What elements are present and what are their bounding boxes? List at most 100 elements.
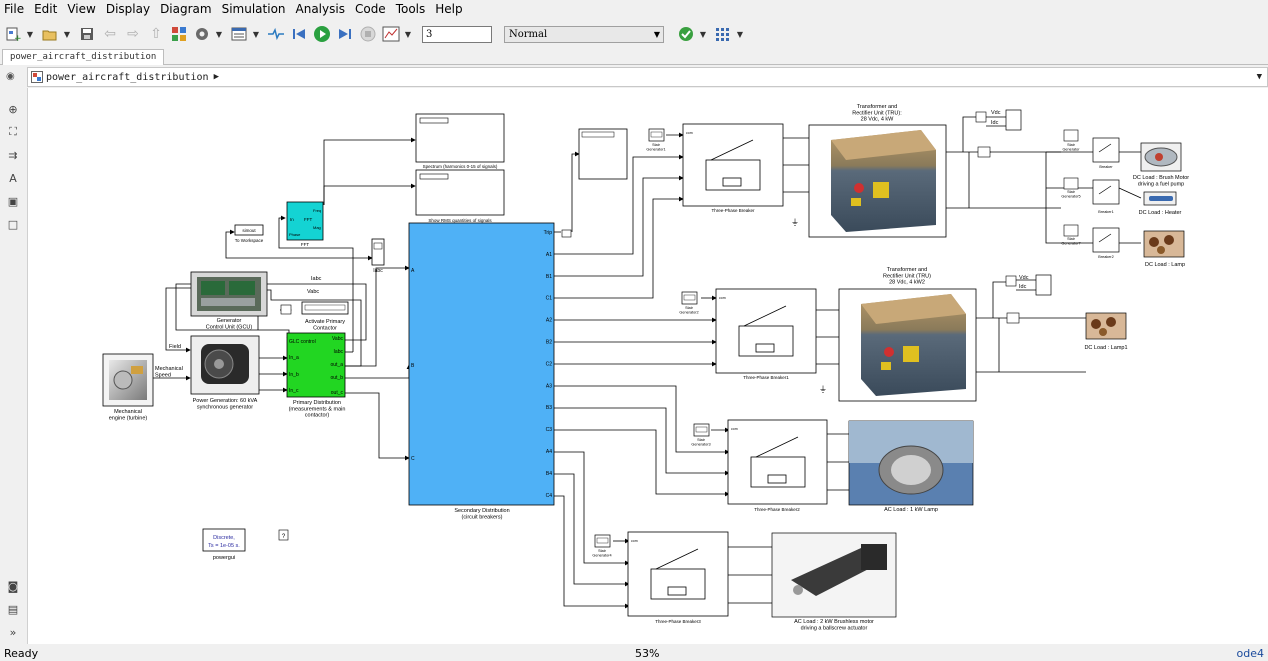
secondary-distribution-label: Secondary Distribution(circuit breakers) — [454, 508, 509, 520]
tab-model[interactable]: power_aircraft_distribution — [2, 49, 165, 65]
primary-distribution-block[interactable]: GLC control Vabc Iabc out_a out_b out_c … — [286, 332, 346, 398]
expand-icon[interactable]: » — [9, 625, 17, 639]
breaker3-block[interactable]: com — [627, 531, 729, 617]
explorer-dropdown-icon[interactable]: ▼ — [252, 29, 260, 39]
area-icon[interactable]: □ — [7, 217, 19, 231]
step-forward-icon[interactable] — [335, 24, 355, 44]
text-icon[interactable]: A — [9, 171, 17, 185]
dc-lamp-load[interactable] — [1143, 230, 1185, 258]
stop-icon[interactable] — [358, 24, 378, 44]
forward-icon[interactable]: ⇨ — [127, 26, 139, 42]
stair-generator3[interactable] — [693, 423, 710, 437]
settings-dropdown-icon[interactable]: ▼ — [215, 29, 223, 39]
breaker-block[interactable]: com — [682, 123, 784, 207]
label-line: synchronous generator — [197, 404, 253, 410]
run-icon[interactable] — [312, 24, 332, 44]
dc-lamp1-load[interactable] — [1085, 312, 1127, 340]
spectrum-scope[interactable] — [415, 113, 505, 163]
hide-browser-icon[interactable]: ◉ — [6, 71, 15, 82]
open-dropdown-icon[interactable]: ▼ — [63, 29, 71, 39]
arrow-icon[interactable]: ⇉ — [8, 148, 18, 162]
back-icon[interactable]: ⇦ — [104, 26, 116, 42]
engine-block[interactable] — [102, 353, 154, 407]
dc-breaker2[interactable] — [1092, 227, 1120, 253]
dc-breaker[interactable] — [1092, 137, 1120, 163]
trip-display-scope[interactable] — [578, 128, 628, 180]
help-block[interactable]: ? — [278, 529, 289, 541]
fft-block[interactable]: In FFT Freq Mag Phase — [286, 201, 324, 241]
rms-scope[interactable] — [415, 169, 505, 216]
menu-tools[interactable]: Tools — [395, 2, 426, 16]
iabc-scope[interactable] — [371, 238, 385, 266]
settings-icon[interactable] — [192, 24, 212, 44]
menu-diagram[interactable]: Diagram — [160, 2, 212, 16]
to-workspace-block[interactable]: simout — [234, 224, 264, 236]
step-back-icon[interactable] — [289, 24, 309, 44]
ac-motor-load[interactable] — [771, 532, 897, 618]
check-dropdown-icon[interactable]: ▼ — [699, 29, 707, 39]
menu-file[interactable]: File — [4, 2, 25, 16]
menu-edit[interactable]: Edit — [34, 2, 58, 16]
zoom-icon[interactable]: ⊕ — [8, 102, 18, 116]
gcu-block[interactable] — [190, 271, 268, 317]
save-icon[interactable] — [77, 24, 97, 44]
dc-stair-generator[interactable] — [1063, 129, 1079, 142]
new-dropdown-icon[interactable]: ▼ — [26, 29, 34, 39]
explorer-icon[interactable] — [229, 24, 249, 44]
tru2-block[interactable] — [838, 288, 977, 402]
dc-motor-load[interactable] — [1140, 142, 1182, 172]
vdc-idc-scope1[interactable] — [975, 109, 1022, 158]
dc-breaker2-label: Breaker2 — [1098, 255, 1113, 259]
generator-block[interactable] — [190, 335, 260, 395]
dc-stair-generator5[interactable] — [1063, 177, 1079, 190]
apps-icon[interactable] — [713, 24, 733, 44]
stair-generator4[interactable] — [594, 534, 611, 548]
trip-scope[interactable] — [561, 229, 572, 238]
up-icon[interactable]: ⇧ — [150, 26, 162, 42]
breadcrumb-model[interactable]: power_aircraft_distribution — [46, 71, 209, 83]
breaker1-block[interactable]: com — [715, 288, 817, 374]
breadcrumb-arrow-icon[interactable]: ▶ — [213, 72, 219, 82]
powergui-block[interactable]: Discrete, Ts = 1e-05 s. — [202, 528, 246, 552]
simulation-mode-select[interactable]: Normal▼ — [504, 25, 664, 43]
tru1-block[interactable] — [808, 124, 947, 238]
svg-text:simout: simout — [242, 228, 256, 233]
breaker2-block[interactable]: com — [727, 419, 828, 505]
block-diagram[interactable]: Spectrum (harmonics 0-15 of signals) Sho… — [28, 88, 1268, 644]
menu-help[interactable]: Help — [435, 2, 463, 16]
menu-code[interactable]: Code — [354, 2, 386, 16]
dc-heater-load[interactable] — [1143, 191, 1177, 206]
ac-lamp-load[interactable] — [848, 420, 974, 506]
fit-view-icon[interactable]: ⛶ — [9, 125, 17, 138]
apps-dropdown-icon[interactable]: ▼ — [736, 29, 744, 39]
svg-text:com: com — [719, 296, 726, 300]
library-browser-icon[interactable] — [169, 24, 189, 44]
vdc-idc-scope2[interactable] — [1005, 274, 1052, 324]
address-dropdown-icon[interactable]: ▼ — [1256, 72, 1262, 82]
menu-analysis[interactable]: Analysis — [295, 2, 345, 16]
scope-dropdown-icon[interactable]: ▼ — [404, 29, 412, 39]
dc-stair-generator7[interactable] — [1063, 224, 1079, 237]
camera-icon[interactable]: ◙ — [7, 579, 19, 593]
signal-wires — [153, 116, 1142, 609]
model-canvas[interactable]: Spectrum (harmonics 0-15 of signals) Sho… — [27, 88, 1268, 644]
check-icon[interactable] — [676, 24, 696, 44]
new-model-icon[interactable]: + — [3, 24, 23, 44]
dc-breaker1[interactable] — [1092, 179, 1120, 205]
scope-icon[interactable] — [381, 24, 401, 44]
signal-icon[interactable] — [266, 24, 286, 44]
menu-display[interactable]: Display — [105, 2, 151, 16]
open-icon[interactable] — [40, 24, 60, 44]
stop-time-input[interactable] — [422, 25, 492, 43]
stair-generator2[interactable] — [681, 291, 698, 305]
secondary-port-label: A2 — [546, 318, 552, 324]
menu-simulation[interactable]: Simulation — [221, 2, 286, 16]
tool-palette: ⊕ ⛶ ⇉ A ▣ □ ◙ ▤ » — [0, 88, 27, 644]
image-icon[interactable]: ▣ — [7, 194, 19, 208]
stair-generator1[interactable] — [648, 128, 665, 142]
solver-link[interactable]: ode4 — [1236, 647, 1264, 660]
menu-view[interactable]: View — [67, 2, 96, 16]
hierarchy-icon[interactable]: ▤ — [7, 602, 19, 616]
activate-contactor-block[interactable] — [280, 301, 349, 315]
